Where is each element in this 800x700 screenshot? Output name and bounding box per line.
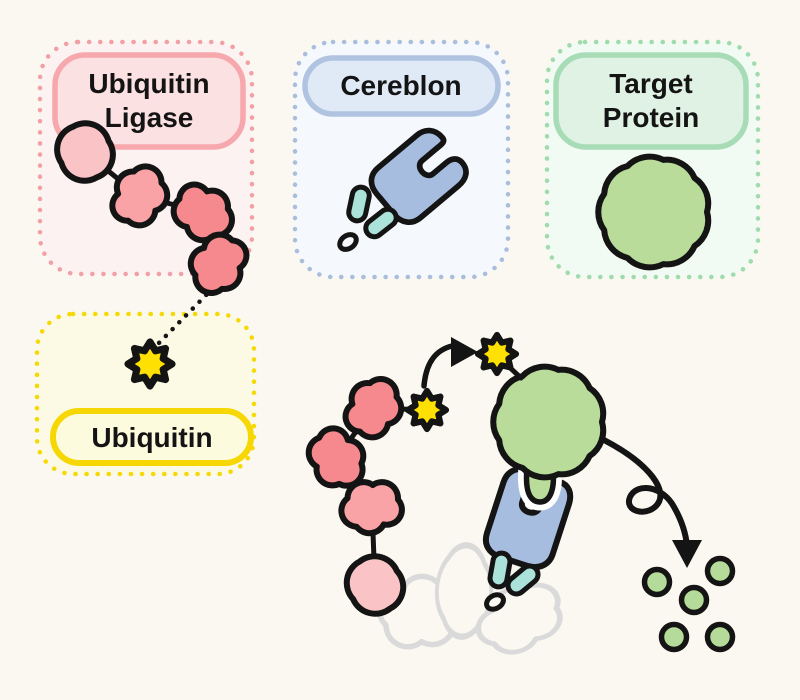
ubiquitin-ligase-pill-bg bbox=[52, 52, 246, 150]
ubiquitin-star-on-ligase bbox=[408, 391, 446, 429]
cereblon-label: Cereblon bbox=[340, 70, 461, 101]
degradation-arrow-curve bbox=[601, 437, 690, 549]
fragment-circle-1 bbox=[641, 566, 673, 598]
degraded-protein-fragments bbox=[641, 555, 736, 653]
ubiquitin-ligase-label-line1: Ubiquitin bbox=[88, 68, 209, 99]
target-protein-label-line1: Target bbox=[609, 68, 693, 99]
transfer-arrow-curve bbox=[421, 343, 455, 389]
complex-cereblon bbox=[481, 464, 575, 612]
complex-ligand-loop bbox=[484, 592, 506, 612]
ubiquitin-pill-bg bbox=[50, 408, 254, 466]
ligase-ubiquitin-dotted-connector bbox=[153, 285, 216, 349]
cereblon-icon bbox=[337, 124, 473, 252]
ubiquitin-pill: Ubiquitin bbox=[50, 408, 254, 466]
ligand-loop bbox=[337, 232, 359, 252]
ubiquitin-on-target bbox=[478, 335, 524, 381]
fragment-circle-4 bbox=[658, 621, 690, 653]
ligase-chain-icon bbox=[48, 115, 257, 300]
transfer-arrowhead bbox=[451, 337, 478, 367]
fragment-circle-5 bbox=[704, 621, 736, 653]
target-protein-icon bbox=[598, 157, 708, 268]
target-protein-pill: Target Protein bbox=[553, 52, 749, 150]
ubiquitin-ligase-pill: Ubiquitin Ligase bbox=[52, 52, 246, 150]
complex-target-protein bbox=[493, 367, 603, 478]
complex-ligase-chain bbox=[307, 372, 430, 619]
target-protein-label-line2: Protein bbox=[603, 102, 699, 133]
ubiquitin-ligase-label-line2: Ligase bbox=[105, 102, 194, 133]
degradation-arrow bbox=[601, 437, 702, 568]
fragment-circle-3 bbox=[678, 584, 710, 616]
degradation-arrowhead bbox=[672, 540, 702, 568]
cereblon-pill-bg bbox=[302, 55, 501, 117]
cereblon-pill: Cereblon bbox=[302, 55, 501, 117]
ubiquitin-star-icon bbox=[128, 342, 172, 386]
ubiquitin-transfer-arrow bbox=[421, 337, 478, 389]
target-protein-pill-bg bbox=[553, 52, 749, 150]
ubiquitin-star-on-target bbox=[478, 335, 516, 373]
ubiquitin-label: Ubiquitin bbox=[91, 422, 212, 453]
fragment-circle-2 bbox=[704, 555, 736, 587]
